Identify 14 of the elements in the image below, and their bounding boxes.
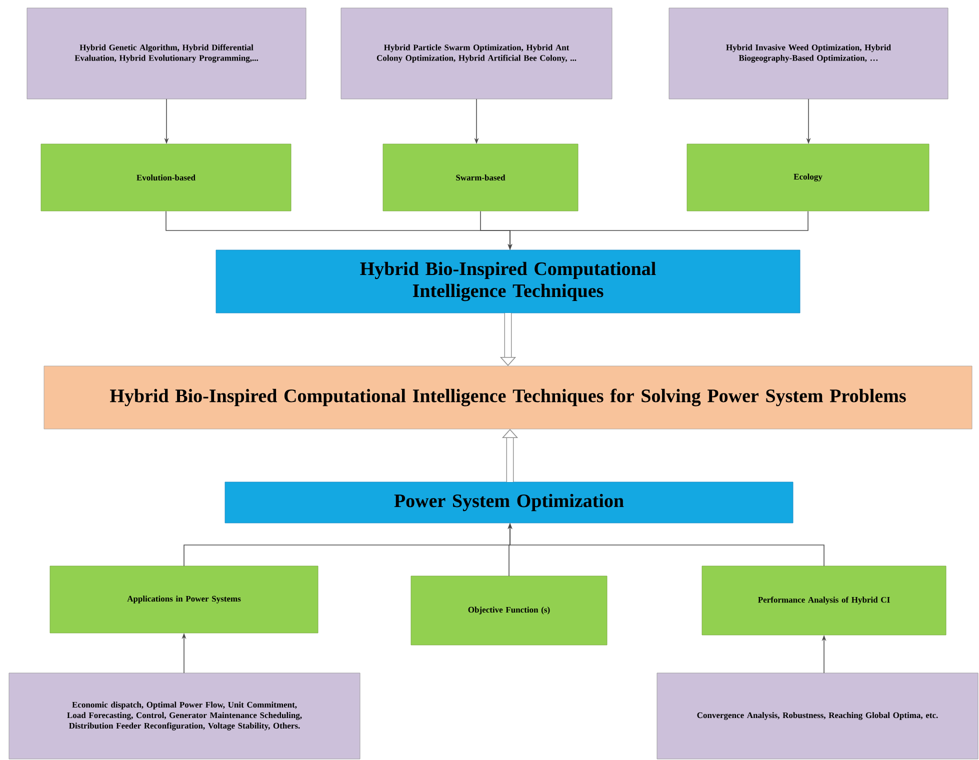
technique-banner: Power System Optimization [224,482,794,524]
example-box: Hybrid Invasive Weed Optimization, Hybrid Biogeography-Based Optimization, … [668,8,948,100]
example-box: Hybrid Particle Swarm Optimization, Hybrid Ant Colony Optimization, Hybrid Artificial Bee Colony, ... [340,8,612,100]
category-box: Swarm-based [382,144,578,212]
technique-banner: Hybrid Bio-Inspired Computational Intelligence Techniques [216,250,800,314]
example-box: Convergence Analysis, Robustness, Reaching Global Optima, etc. [656,672,978,760]
category-box: Ecology [686,144,930,212]
category-box: Evolution-based [40,144,292,212]
example-box: Economic dispatch, Optimal Power Flow, Unit Commitment, Load Forecasting, Control, Generator Maintenance Scheduling, Distribution Feeder Reconfiguration, Voltage Stability, Others. [8,672,360,760]
goal-banner: Hybrid Bio-Inspired Computational Intelligence Techniques for Solving Power System Problems [44,366,972,430]
category-box: Applications in Power Systems [50,566,318,634]
example-box: Hybrid Genetic Algorithm, Hybrid Differential Evaluation, Hybrid Evolutionary Programming,... [26,8,306,100]
category-box: Objective Function (s) [410,576,608,646]
category-box: Performance Analysis of Hybrid CI [702,566,946,636]
